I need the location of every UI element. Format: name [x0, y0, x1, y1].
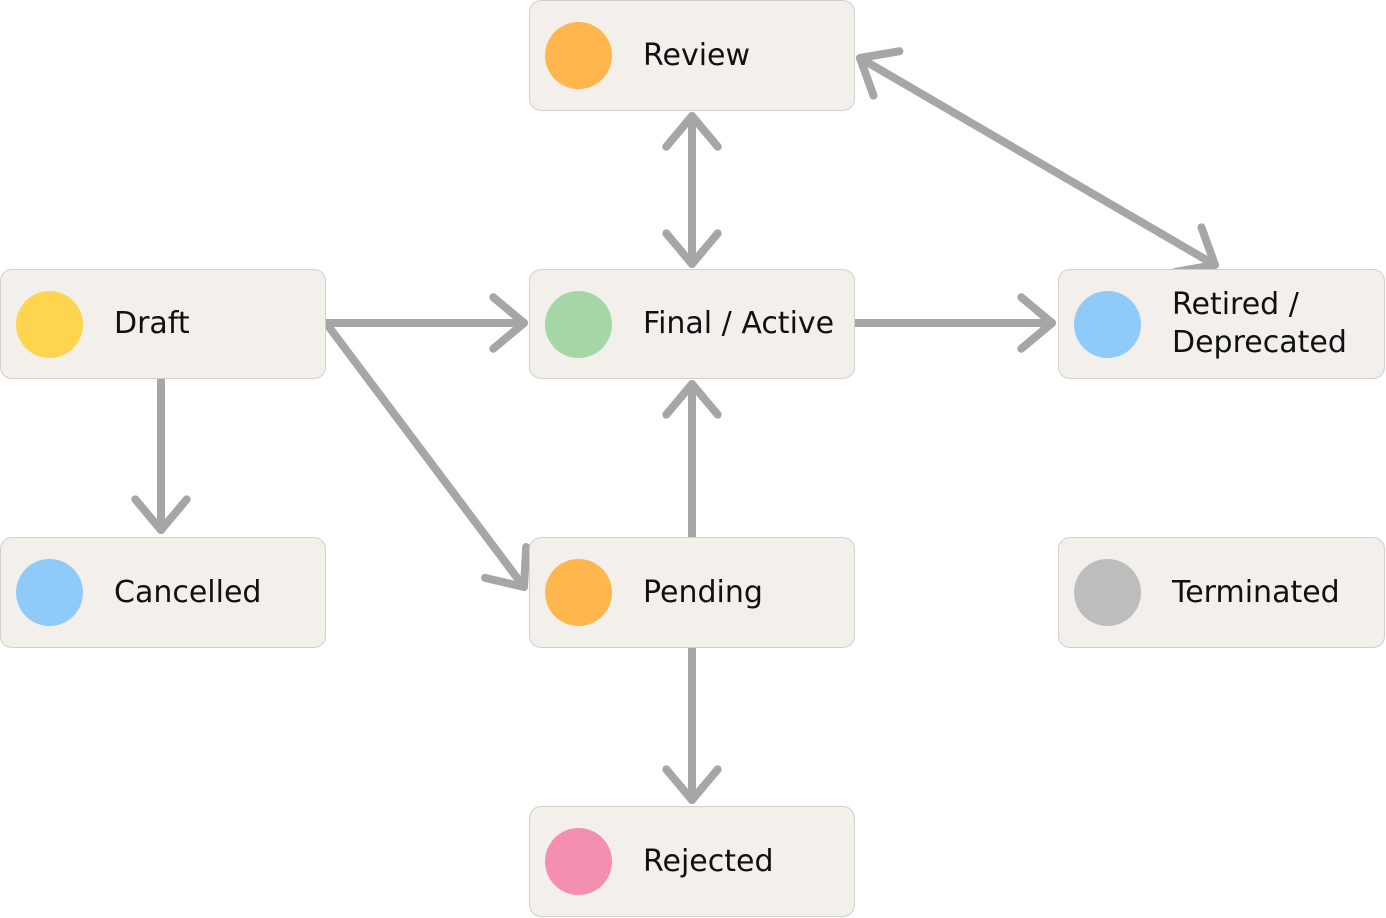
state-node-final-active[interactable]: Final / Active [529, 269, 855, 379]
edge-line [856, 54, 1219, 269]
status-dot-icon [1074, 290, 1141, 358]
arrowhead-icon [856, 47, 904, 100]
edge-final-to-retired [852, 293, 1056, 353]
edge-draft-to-cancelled [131, 376, 191, 534]
edge-line [322, 319, 528, 591]
status-dot-icon [545, 559, 612, 626]
state-label: Review [643, 37, 751, 73]
status-dot-icon [16, 559, 83, 626]
arrowhead-icon [481, 543, 531, 591]
state-label: Draft [114, 306, 190, 341]
state-node-pending[interactable]: Pending [529, 537, 855, 648]
state-node-review[interactable]: Review [529, 0, 855, 111]
arrowhead-icon [662, 229, 722, 268]
state-label: Rejected [643, 843, 774, 879]
state-node-rejected[interactable]: Rejected [529, 806, 855, 917]
status-dot-icon [545, 22, 612, 89]
arrowhead-icon [662, 380, 722, 419]
state-node-terminated[interactable]: Terminated [1058, 537, 1385, 648]
state-label: Retired / Deprecated [1172, 287, 1347, 360]
state-node-draft[interactable]: Draft [0, 269, 326, 379]
state-label: Terminated [1172, 574, 1340, 610]
arrowhead-icon [662, 112, 722, 151]
state-node-cancelled[interactable]: Cancelled [0, 537, 326, 648]
arrowhead-icon [131, 495, 191, 534]
edge-draft-to-final [322, 293, 528, 353]
edge-pending-to-rejected [662, 644, 722, 804]
state-node-retired-deprecated[interactable]: Retired / Deprecated [1058, 269, 1385, 379]
status-dot-icon [16, 290, 83, 358]
edge-review-to-final [662, 112, 722, 268]
state-label: Cancelled [114, 574, 262, 610]
state-label: Final / Active [643, 306, 835, 341]
status-dot-icon [545, 828, 612, 895]
edge-draft-to-pending [322, 319, 531, 591]
edge-review-to-retired [856, 47, 1219, 276]
edge-pending-to-final [662, 380, 722, 541]
arrowhead-icon [662, 765, 722, 804]
arrowhead-icon [1017, 293, 1056, 353]
arrowhead-icon [489, 293, 528, 353]
status-dot-icon [545, 290, 612, 358]
status-dot-icon [1074, 559, 1141, 626]
state-label: Pending [643, 574, 763, 610]
